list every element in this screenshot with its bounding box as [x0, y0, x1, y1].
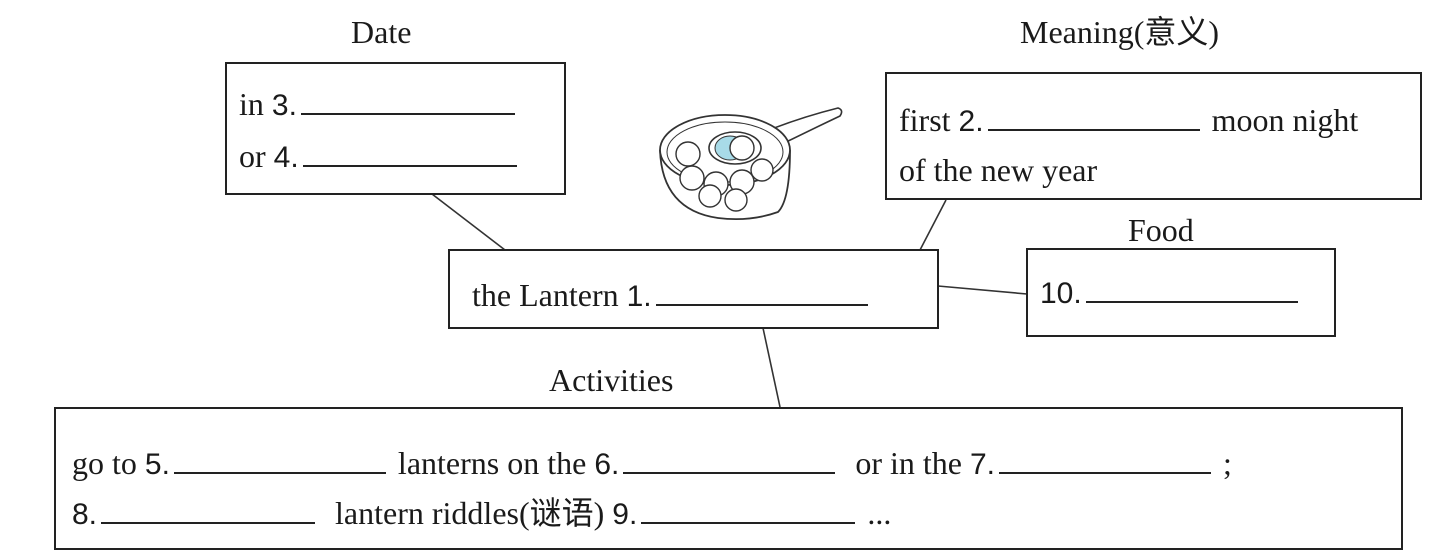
activities-text-lantern-riddles: lantern riddles(谜语) — [335, 495, 605, 531]
center-line: the Lantern 1. — [472, 275, 872, 317]
blank-4-input[interactable] — [302, 143, 517, 167]
heading-food: Food — [1128, 212, 1194, 248]
connector-meaning-center — [919, 199, 947, 251]
heading-date: Date — [351, 14, 412, 50]
blank-number-9: 9. — [612, 498, 638, 531]
blank-2-input[interactable] — [987, 107, 1200, 131]
date-prefix-or: or — [239, 138, 266, 174]
activities-line-1: go to 5. lanterns on the 6. or in the 7.… — [72, 443, 1232, 485]
blank-6-input[interactable] — [623, 450, 836, 474]
activities-box: go to 5. lanterns on the 6. or in the 7.… — [54, 407, 1403, 550]
blank-3-input[interactable] — [300, 91, 515, 115]
blank-7-input[interactable] — [999, 450, 1212, 474]
blank-number-10: 10. — [1040, 277, 1082, 310]
bowl-of-tangyuan-icon — [659, 107, 843, 221]
meaning-line-2: of the new year — [899, 152, 1098, 188]
center-box: the Lantern 1. — [448, 249, 939, 329]
date-prefix-in: in — [239, 86, 264, 122]
blank-number-6: 6. — [594, 448, 620, 481]
blank-number-2: 2. — [958, 105, 984, 138]
connector-date-center — [431, 193, 506, 251]
blank-1-input[interactable] — [655, 282, 868, 306]
food-box: 10. — [1026, 248, 1336, 337]
blank-number-7: 7. — [969, 448, 996, 481]
meaning-suffix-moon-night: moon night — [1211, 102, 1359, 138]
activities-line-2: 8. lantern riddles(谜语) 9. ... — [72, 493, 891, 535]
activities-prefix-go-to: go to — [72, 445, 137, 481]
blank-8-input[interactable] — [101, 500, 316, 524]
food-line: 10. — [1040, 272, 1302, 314]
date-line-2: or 4. — [239, 136, 521, 178]
blank-10-input[interactable] — [1085, 279, 1298, 303]
activities-text-or-in-the: or in the — [855, 445, 962, 481]
blank-number-1: 1. — [626, 280, 652, 313]
heading-activities: Activities — [549, 362, 674, 398]
meaning-box: first 2. moon night of the new year — [885, 72, 1422, 200]
meaning-line-1: first 2. moon night — [899, 100, 1358, 142]
blank-number-4: 4. — [273, 141, 299, 174]
center-prefix-lantern: the Lantern — [472, 277, 619, 313]
activities-text-lanterns-on-the: lanterns on the — [397, 445, 587, 481]
blank-number-5: 5. — [144, 448, 170, 481]
date-line-1: in 3. — [239, 84, 519, 126]
activities-semicolon: ; — [1223, 445, 1232, 481]
blank-number-8: 8. — [72, 498, 98, 531]
connector-center-activities — [762, 327, 781, 408]
heading-meaning: Meaning(意义) — [1020, 14, 1220, 50]
connector-center-food — [937, 285, 1028, 295]
blank-5-input[interactable] — [173, 450, 386, 474]
blank-9-input[interactable] — [641, 500, 856, 524]
blank-number-3: 3. — [271, 89, 297, 122]
meaning-prefix-first: first — [899, 102, 951, 138]
activities-ellipsis: ... — [867, 495, 892, 531]
date-box: in 3. or 4. — [225, 62, 566, 195]
